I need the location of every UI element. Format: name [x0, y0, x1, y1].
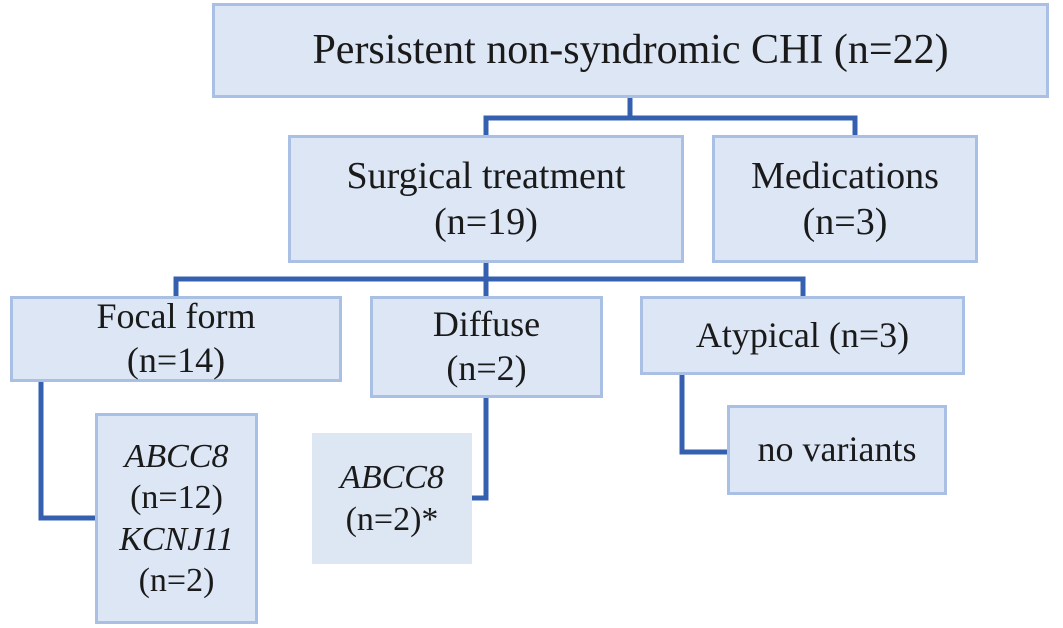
surgical-count: (n=19) [434, 201, 538, 243]
medications-count: (n=3) [802, 201, 888, 243]
surgical-title: Surgical treatment [346, 154, 626, 197]
focal-form-node: Focal form (n=14) [10, 296, 342, 382]
diffuse-node: Diffuse (n=2) [370, 296, 603, 398]
connector-diffuse-to-genes [472, 398, 489, 501]
focal-gene-kcnj11: KCNJ11 [119, 520, 234, 558]
root-node: Persistent non-syndromic CHI (n=22) [212, 3, 1049, 98]
root-label: Persistent non-syndromic CHI (n=22) [312, 26, 949, 73]
connector-atypical-to-result [679, 375, 727, 455]
atypical-node: Atypical (n=3) [640, 296, 965, 375]
medications-node: Medications (n=3) [712, 135, 978, 263]
medications-title: Medications [751, 154, 939, 197]
focal-count: (n=14) [126, 340, 226, 380]
surgical-treatment-node: Surgical treatment (n=19) [288, 135, 684, 263]
focal-title: Focal form [96, 296, 256, 337]
atypical-label: Atypical (n=3) [695, 314, 910, 355]
diffuse-gene-abcc8: ABCC8 [340, 459, 444, 497]
focal-gene-abcc8: ABCC8 [124, 437, 229, 475]
connector-surgical-to-forms [173, 263, 806, 296]
focal-gene-kcnj11-count: (n=2) [138, 561, 215, 599]
diffuse-genes-node: ABCC8 (n=2)* [312, 433, 472, 564]
connector-root-to-treatments [483, 98, 858, 135]
diffuse-gene-abcc8-count: (n=2)* [345, 500, 439, 538]
atypical-result-label: no variants [757, 429, 917, 470]
focal-genes-node: ABCC8 (n=12) KCNJ11 (n=2) [95, 413, 258, 624]
connector-focal-to-genes [38, 382, 95, 521]
diffuse-title: Diffuse [432, 304, 541, 345]
focal-gene-abcc8-count: (n=12) [130, 479, 223, 517]
atypical-result-node: no variants [727, 405, 947, 495]
diffuse-count: (n=2) [446, 348, 527, 388]
